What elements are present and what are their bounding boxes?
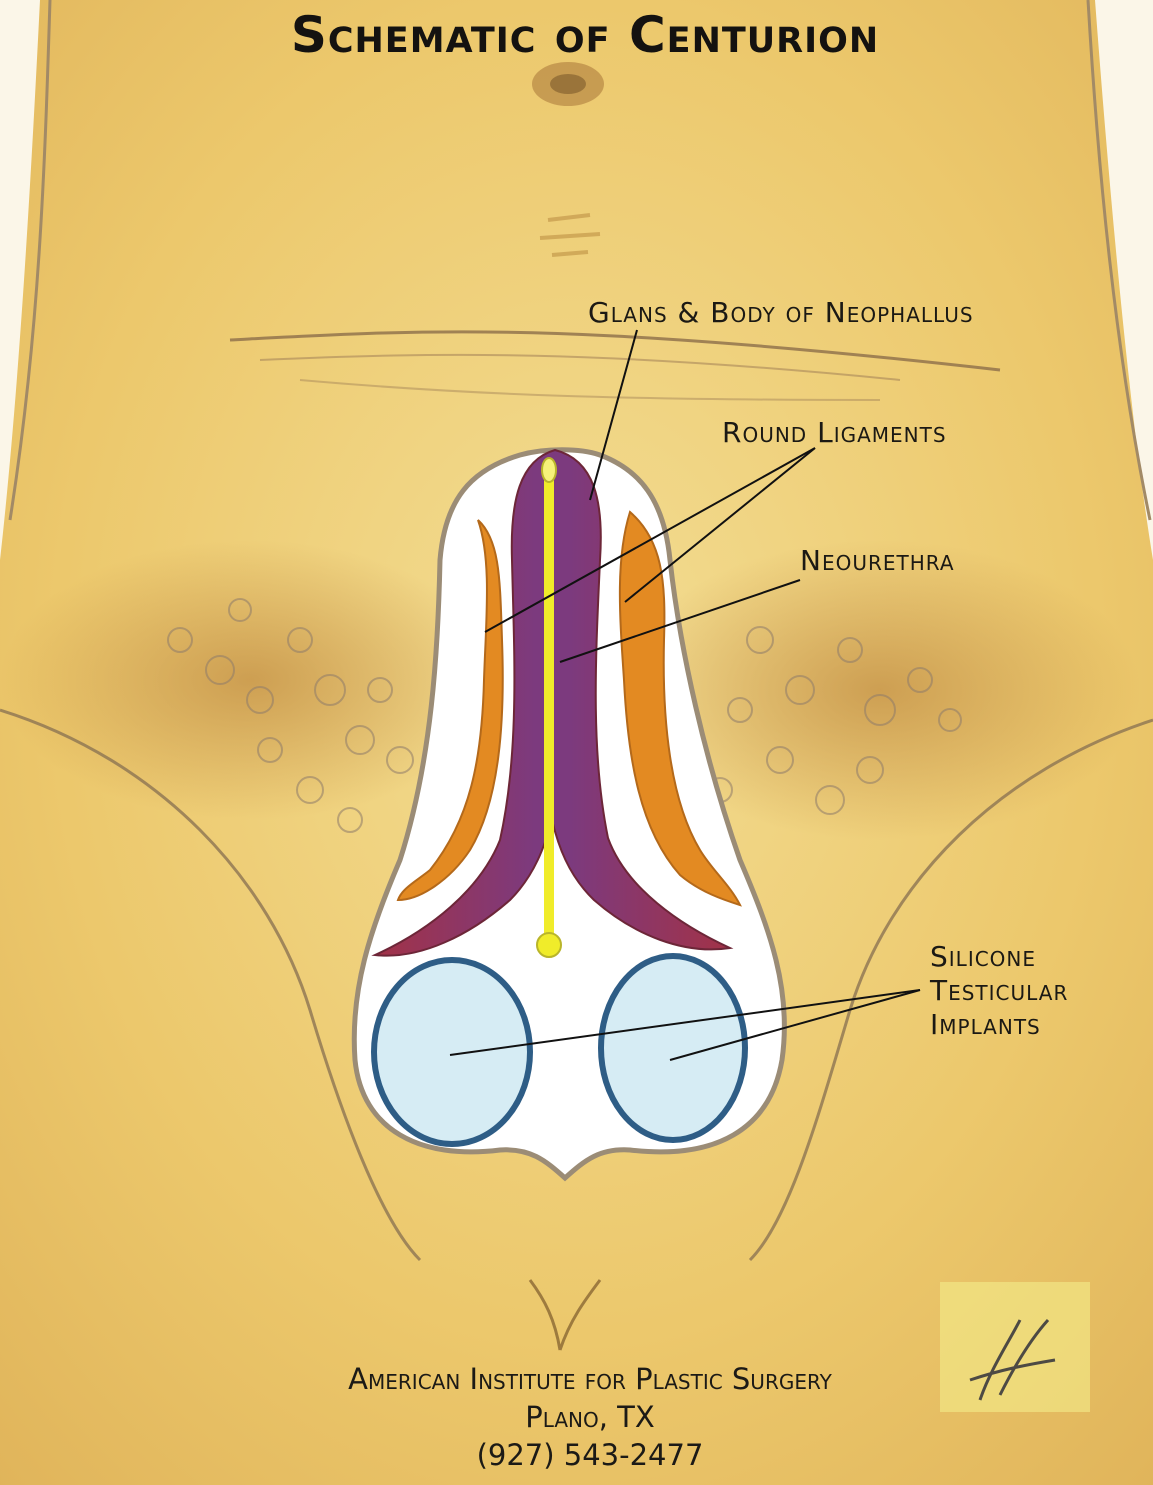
- footer-phone: (927) 543-2477: [160, 1438, 1020, 1472]
- label-implants-line1: Silicone: [930, 940, 1036, 974]
- page-title: Schematic of Centurion: [0, 6, 1153, 64]
- right-testicular-implant: [601, 956, 745, 1140]
- footer-institute: American Institute for Plastic Surgery: [160, 1362, 1020, 1396]
- left-testicular-implant: [374, 960, 530, 1144]
- label-glans-body: Glans & Body of Neophallus: [588, 296, 974, 330]
- footer-location: Plano, TX: [160, 1400, 1020, 1434]
- urethral-meatus: [537, 933, 561, 957]
- label-round-ligaments: Round Ligaments: [722, 416, 947, 450]
- label-implants-line3: Implants: [930, 1008, 1041, 1042]
- label-implants-line2: Testicular: [930, 974, 1068, 1008]
- label-neourethra: Neourethra: [800, 544, 955, 578]
